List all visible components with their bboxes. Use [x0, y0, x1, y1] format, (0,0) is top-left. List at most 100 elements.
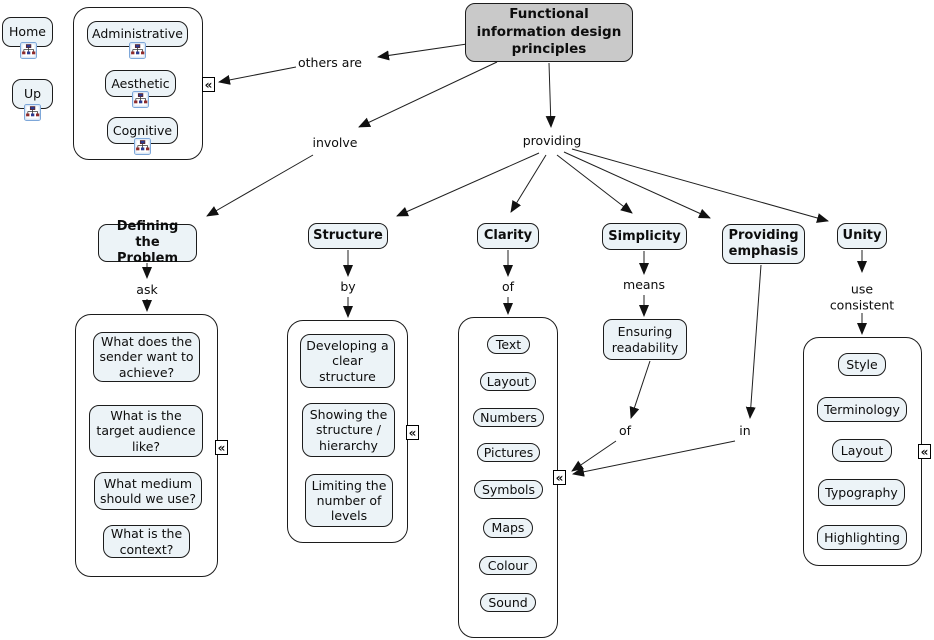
collapse-icon[interactable]: « — [918, 444, 931, 459]
clarity-item-node[interactable]: Text — [487, 335, 530, 354]
structure-item-label: Developing a clear structure — [306, 338, 389, 384]
collapse-glyph: « — [408, 425, 417, 440]
wire-ensuring-to-of — [629, 360, 651, 419]
unity-item-node[interactable]: Highlighting — [817, 525, 907, 550]
concept-label: Unity — [842, 228, 882, 244]
concept-node-clarity[interactable]: Clarity — [477, 223, 539, 249]
link-label-of-clarity[interactable]: of — [501, 279, 515, 295]
clarity-item-label: Colour — [487, 557, 529, 573]
question-node[interactable]: What does the sender want to achieve? — [93, 332, 200, 382]
group-box-categories[interactable]: Administrative Aesthetic Cognitive — [73, 7, 203, 160]
link-label-ask[interactable]: ask — [136, 282, 158, 298]
structure-item-node[interactable]: Showing the structure / hierarchy — [302, 403, 395, 457]
main-concept-node[interactable]: Functional information design principles — [465, 3, 633, 62]
up-label: Up — [23, 86, 42, 102]
main-concept-line: Functional — [509, 6, 589, 23]
unity-item-node[interactable]: Style — [838, 353, 886, 376]
unity-item-node[interactable]: Typography — [818, 479, 905, 506]
structure-item-node[interactable]: Developing a clear structure — [300, 334, 395, 388]
clarity-item-label: Numbers — [480, 409, 537, 425]
clarity-item-label: Text — [495, 336, 522, 352]
structure-item-node[interactable]: Limiting the number of levels — [305, 474, 393, 527]
concept-label: Structure — [313, 228, 383, 244]
link-label-by[interactable]: by — [340, 279, 356, 295]
concept-node-simplicity[interactable]: Simplicity — [602, 223, 687, 250]
group-box-questions[interactable]: What does the sender want to achieve? Wh… — [75, 314, 218, 577]
clarity-item-node[interactable]: Sound — [480, 593, 536, 612]
concept-node-structure[interactable]: Structure — [308, 223, 388, 249]
main-concept-line: principles — [511, 41, 587, 58]
question-label: What medium should we use? — [99, 475, 197, 506]
wire-providing-to-unity — [571, 148, 829, 223]
collapse-icon[interactable]: « — [202, 77, 215, 92]
link-label-of-readability[interactable]: of — [618, 423, 632, 439]
link-label-use-consistent[interactable]: use consistent — [829, 281, 895, 312]
cmap-icon[interactable] — [24, 104, 41, 121]
cmap-icon[interactable] — [129, 42, 146, 59]
concept-node-defining-problem[interactable]: Defining the Problem — [98, 219, 197, 266]
question-label: What is the context? — [110, 526, 183, 557]
concept-line: Defining — [116, 219, 179, 235]
link-label-means[interactable]: means — [623, 277, 665, 293]
concept-label: Ensuring readability — [611, 324, 679, 355]
link-label-others-are[interactable]: others are — [297, 55, 363, 71]
up-node[interactable]: Up — [12, 79, 53, 109]
unity-item-label: Typography — [825, 484, 898, 500]
unity-item-label: Layout — [840, 442, 884, 458]
cmap-icon[interactable] — [132, 91, 149, 108]
collapse-glyph: « — [204, 77, 213, 92]
link-label-in-emphasis[interactable]: in — [739, 423, 751, 439]
clarity-item-node[interactable]: Colour — [479, 556, 537, 575]
collapse-icon[interactable]: « — [406, 425, 419, 440]
link-label-providing[interactable]: providing — [522, 133, 582, 149]
wire-main-to-providing — [545, 62, 556, 128]
group-box-unity[interactable]: Style Terminology Layout Typography High… — [803, 337, 922, 566]
question-node[interactable]: What is the target audience like? — [89, 405, 203, 457]
question-node[interactable]: What medium should we use? — [94, 472, 202, 510]
collapse-glyph: « — [217, 440, 226, 455]
collapse-icon[interactable]: « — [215, 440, 228, 455]
wire-providing-to-structure — [396, 152, 540, 217]
clarity-item-node[interactable]: Symbols — [474, 480, 543, 499]
category-label: Cognitive — [112, 122, 173, 138]
clarity-item-label: Symbols — [481, 481, 536, 497]
clarity-item-node[interactable]: Layout — [480, 372, 536, 391]
clarity-item-node[interactable]: Pictures — [477, 443, 540, 462]
question-label: What is the target audience like? — [96, 408, 196, 454]
link-label-involve[interactable]: involve — [312, 135, 358, 151]
unity-item-node[interactable]: Terminology — [817, 397, 907, 422]
concept-line: Providing — [728, 228, 799, 244]
structure-item-label: Limiting the number of levels — [311, 477, 387, 524]
wire-emphasis-to-in — [745, 264, 762, 419]
concept-node-ensuring-readability[interactable]: Ensuring readability — [603, 319, 687, 360]
home-node[interactable]: Home — [2, 17, 53, 47]
category-label: Aesthetic — [111, 75, 170, 91]
clarity-item-label: Maps — [491, 520, 525, 536]
unity-item-label: Terminology — [824, 401, 900, 417]
clarity-item-node[interactable]: Numbers — [473, 408, 544, 427]
group-box-structure[interactable]: Developing a clear structure Showing the… — [287, 320, 408, 543]
wire-others-to-categories — [218, 66, 297, 85]
wire-providing-to-clarity — [510, 154, 547, 213]
concept-label: Simplicity — [608, 228, 681, 244]
clarity-item-node[interactable]: Maps — [483, 518, 533, 538]
concept-node-unity[interactable]: Unity — [837, 223, 887, 249]
unity-item-node[interactable]: Layout — [832, 439, 892, 462]
collapse-icon[interactable]: « — [553, 470, 566, 485]
wire-providing-to-simplicity — [556, 154, 633, 214]
cmap-icon[interactable] — [20, 42, 37, 59]
clarity-item-label: Pictures — [483, 444, 534, 460]
wire-involve-to-defining — [206, 154, 314, 217]
concept-node-providing-emphasis[interactable]: Providing emphasis — [722, 224, 805, 264]
question-label: What does the sender want to achieve? — [99, 334, 194, 380]
question-node[interactable]: What is the context? — [103, 525, 190, 558]
concept-line: emphasis — [728, 244, 799, 259]
main-concept-line: information design — [476, 23, 622, 40]
category-node-cognitive[interactable]: Cognitive — [107, 117, 178, 144]
group-box-clarity[interactable]: Text Layout Numbers Pictures Symbols Map… — [458, 317, 558, 638]
wire-main-to-others — [377, 43, 468, 61]
unity-item-label: Style — [846, 356, 878, 372]
wire-of-to-collapse — [571, 440, 617, 472]
cmap-icon[interactable] — [134, 138, 151, 155]
